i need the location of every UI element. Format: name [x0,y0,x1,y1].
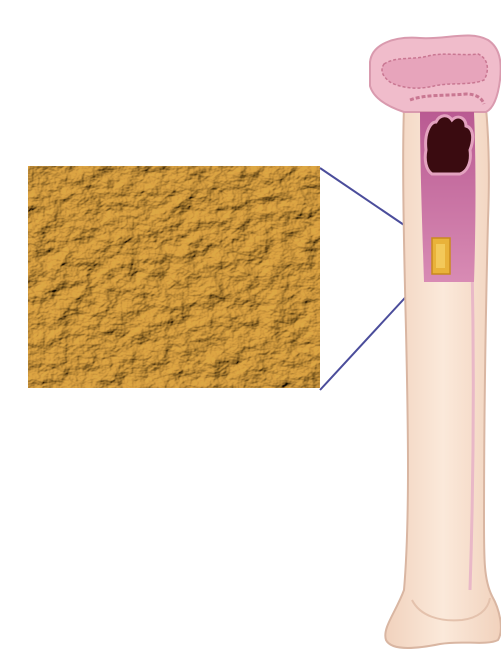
sample-highlight-inner [436,244,445,268]
marrow-cavity-dark [425,116,472,174]
marrow-inset [28,166,320,388]
long-bone-icon [370,35,501,648]
marrow-inset-shade [28,166,320,388]
